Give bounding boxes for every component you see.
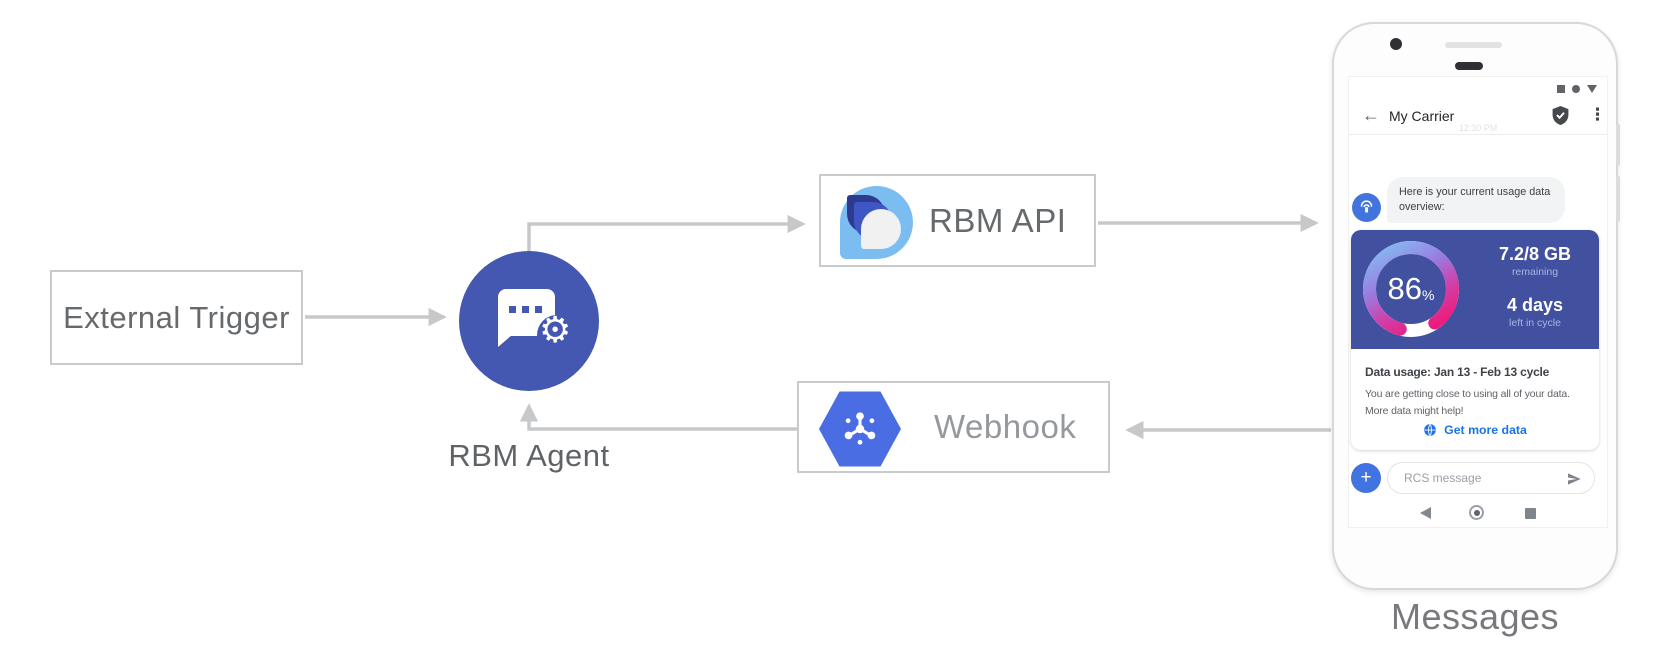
usage-card-header: 86% 7.2/8 GB remaining 4 days left in cy… [1351, 230, 1599, 349]
usage-card-body: Data usage: Jan 13 - Feb 13 cycle You ar… [1351, 349, 1599, 450]
verified-shield-icon [1551, 105, 1570, 131]
rbm-agent-label: RBM Agent [448, 438, 610, 473]
rcs-message-input[interactable] [1404, 465, 1559, 491]
conversation-title: My Carrier [1389, 108, 1455, 124]
pubsub-hexagon-icon [819, 391, 901, 467]
nav-home-button[interactable] [1469, 505, 1484, 520]
webhook-node: Webhook [797, 381, 1110, 473]
data-remaining-value: 7.2/8 GB [1498, 244, 1572, 264]
add-attachment-button[interactable]: + [1351, 463, 1381, 493]
rbm-api-node: RBM API [819, 174, 1096, 267]
gauge-arc [1363, 241, 1459, 337]
back-icon[interactable]: ← [1362, 105, 1380, 125]
message-input-pill [1387, 462, 1595, 494]
speaker-slot [1445, 42, 1502, 48]
usage-gauge: 86% [1359, 237, 1463, 341]
nav-bar [1349, 504, 1607, 524]
nav-recents-button[interactable] [1525, 508, 1536, 519]
rbm-api-label: RBM API [929, 201, 1067, 239]
earpiece [1455, 62, 1483, 70]
menu-dots-icon[interactable]: ⋮ [1589, 105, 1606, 124]
app-bar: ← My Carrier ⋮ [1349, 97, 1607, 135]
webhook-label: Webhook [934, 408, 1077, 445]
days-left-value: 4 days [1506, 295, 1564, 315]
front-camera [1390, 38, 1402, 50]
rbm-agent-node: ⚙ [459, 251, 599, 391]
usage-card-text: You are getting close to using all of yo… [1365, 386, 1570, 419]
nav-back-button[interactable] [1420, 507, 1431, 519]
arrow-agent-to-api [527, 214, 806, 253]
gear-icon: ⚙ [539, 310, 572, 351]
status-triangle-icon [1587, 85, 1597, 93]
days-left-label: left in cycle [1509, 317, 1561, 329]
status-square-icon [1557, 85, 1565, 93]
app-bar-divider [1349, 134, 1607, 135]
bubble-dot [509, 306, 516, 313]
bubble-dot [535, 306, 542, 313]
bubble-tail [498, 335, 512, 347]
globe-icon [1423, 423, 1437, 437]
agent-avatar [1352, 193, 1381, 222]
get-more-data-action[interactable]: Get more data [1351, 423, 1599, 437]
gear-halo [537, 315, 577, 355]
send-icon[interactable] [1565, 471, 1583, 487]
arrow-webhook-to-agent [519, 403, 797, 431]
status-circle-icon [1572, 85, 1580, 93]
external-trigger-node: External Trigger [50, 270, 303, 365]
timestamp: 12:30 PM [1458, 123, 1498, 133]
rcs-logo-layer [861, 209, 901, 249]
data-remaining-label: remaining [1511, 266, 1559, 278]
bubble-dot [522, 306, 529, 313]
external-trigger-label: External Trigger [63, 299, 290, 335]
phone-side-button[interactable] [1616, 176, 1620, 222]
rcs-logo-icon [840, 186, 913, 259]
usage-card-line1: You are getting close to using all of yo… [1365, 388, 1570, 400]
usage-rich-card: 86% 7.2/8 GB remaining 4 days left in cy… [1351, 230, 1599, 450]
status-bar [1557, 85, 1597, 93]
phone-mockup: ← My Carrier ⋮ 12:30 PM [1332, 22, 1620, 590]
messages-caption: Messages [1390, 596, 1560, 637]
get-more-data-label: Get more data [1444, 423, 1527, 437]
phone-screen: ← My Carrier ⋮ 12:30 PM [1349, 77, 1607, 527]
phone-side-button[interactable] [1616, 124, 1620, 166]
usage-card-title: Data usage: Jan 13 - Feb 13 cycle [1365, 365, 1550, 379]
usage-card-line2: More data might help! [1365, 404, 1464, 417]
agent-message-bubble: Here is your current usage data overview… [1387, 177, 1565, 223]
gauge-percent: 86% [1387, 271, 1435, 306]
